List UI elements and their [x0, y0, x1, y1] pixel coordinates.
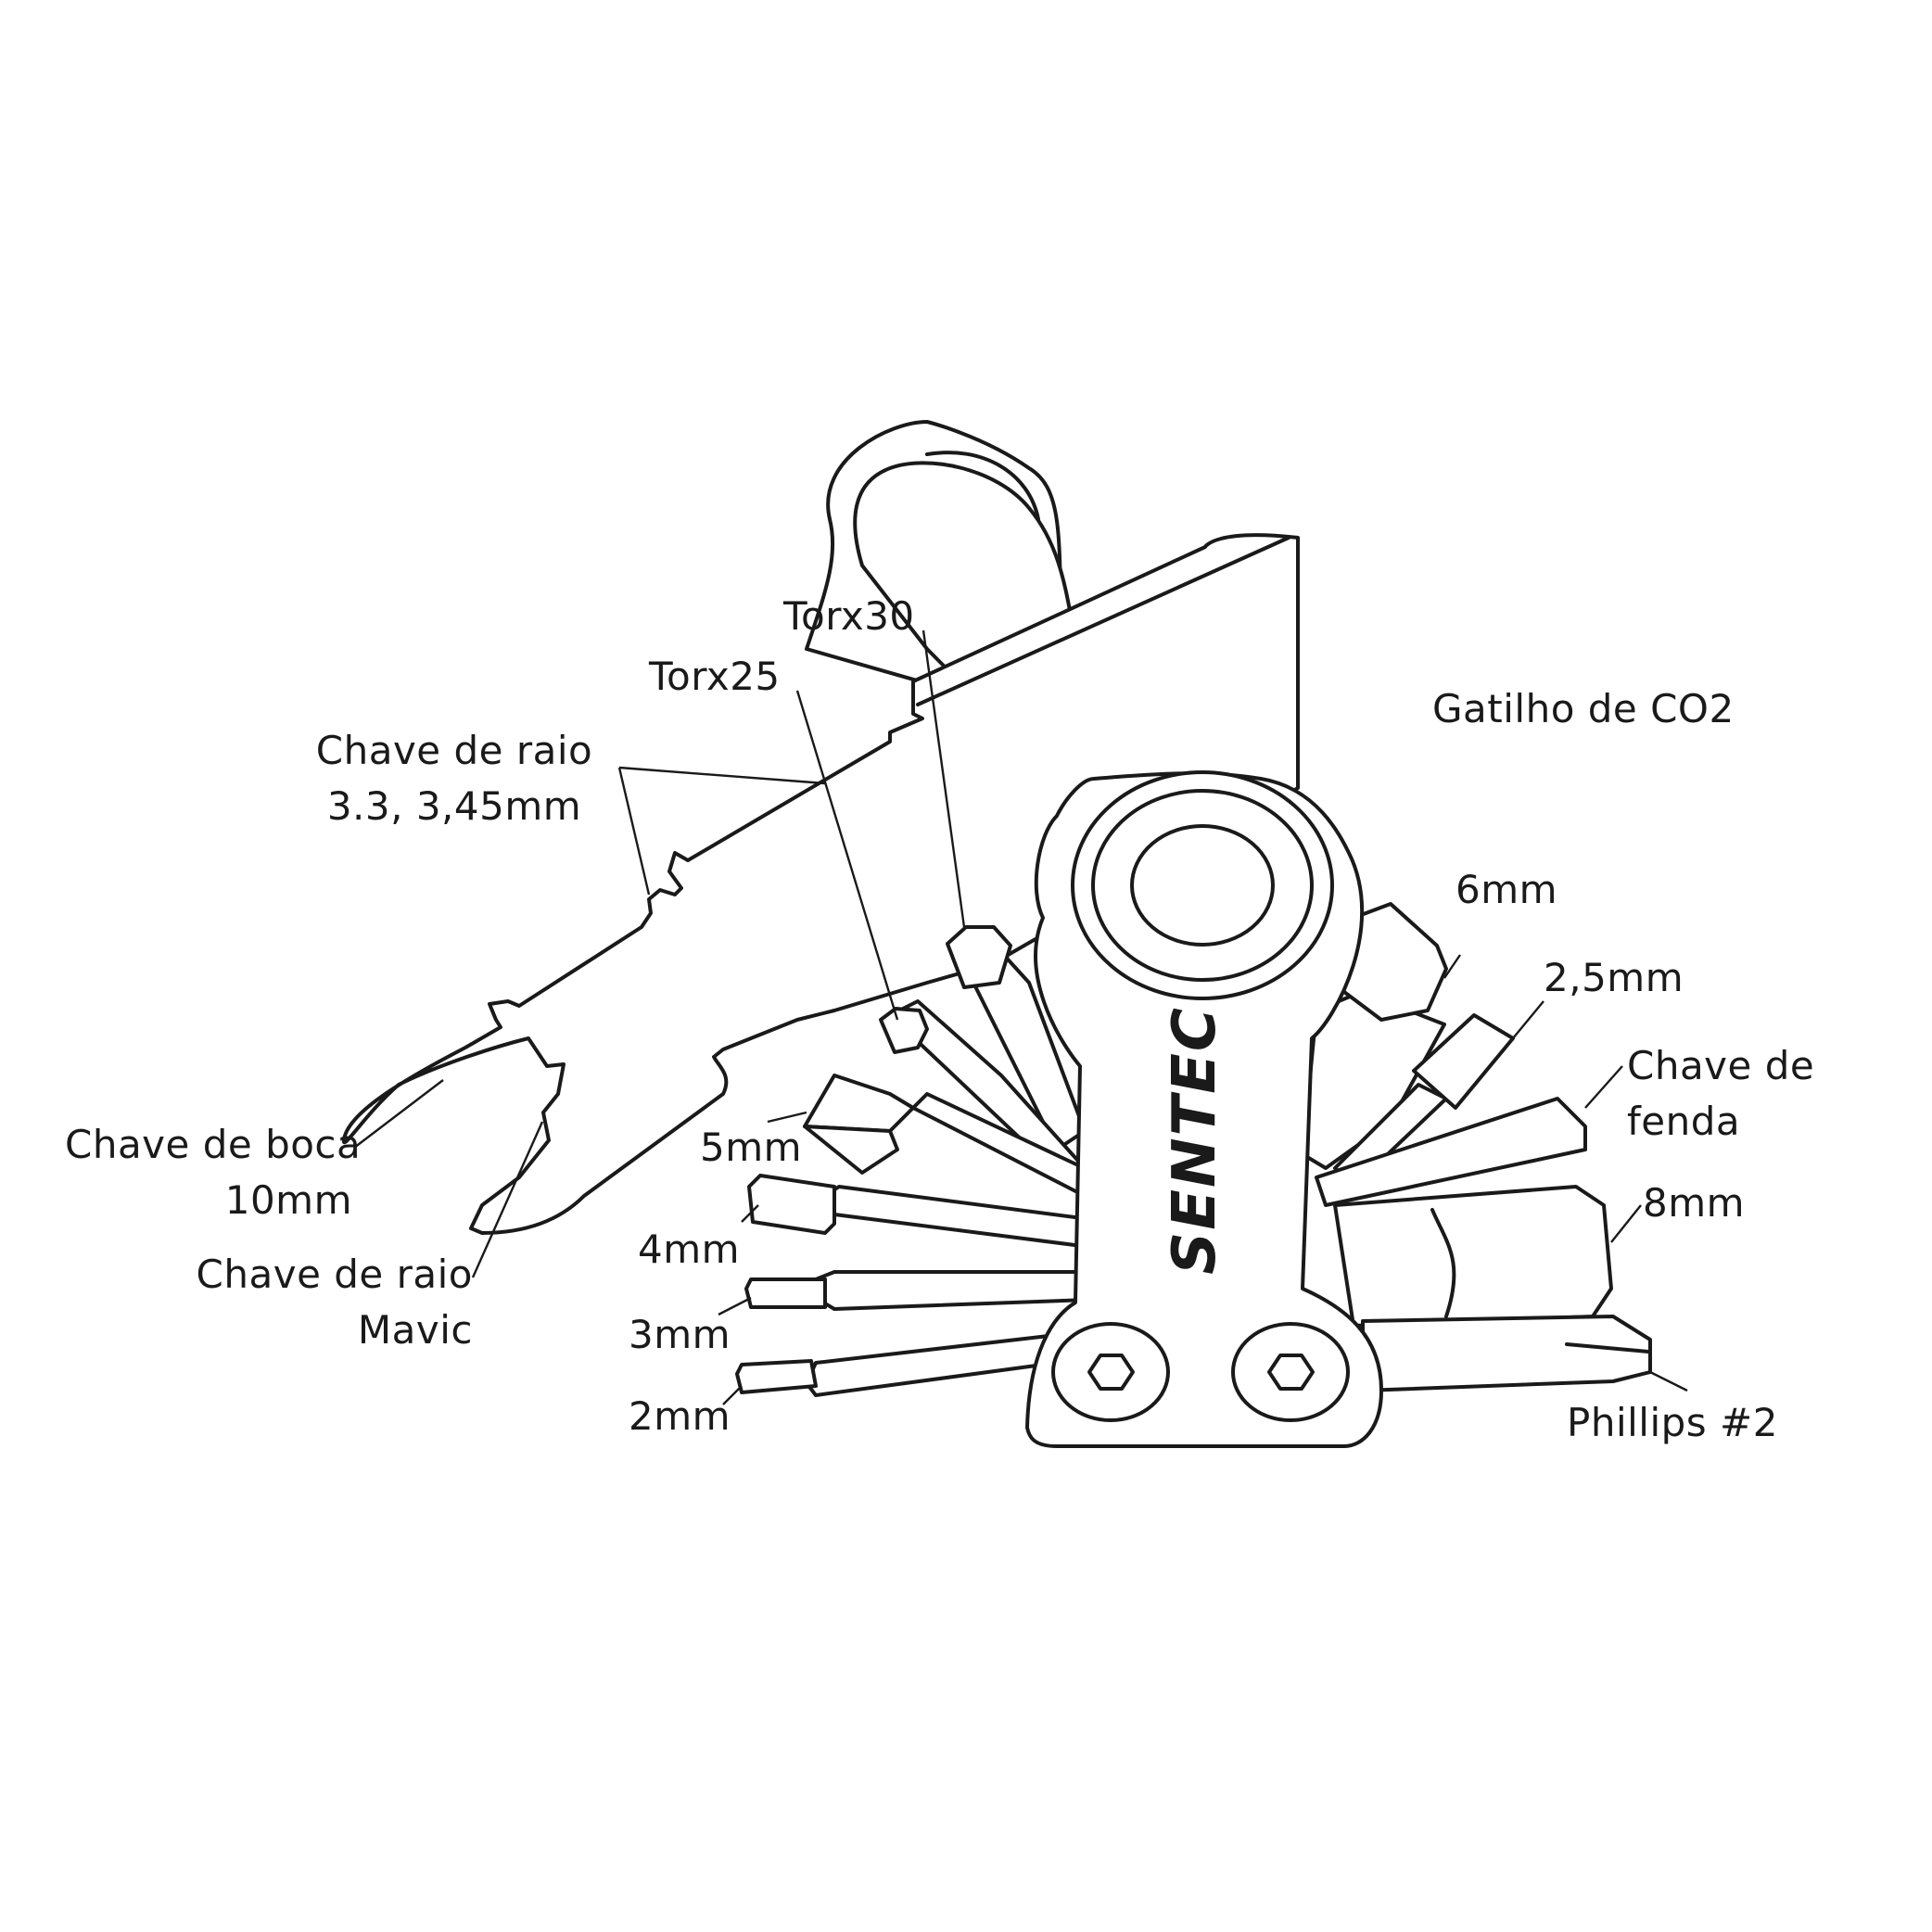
hex-bits-right	[1301, 902, 1652, 1392]
label-3mm: 3mm	[629, 1312, 731, 1357]
label-6mm: 6mm	[1455, 867, 1558, 912]
label-spoke-wrench: Chave de raio 3.3, 3,45mm	[315, 723, 593, 834]
wrench-arm	[341, 533, 1300, 1235]
label-open-wrench-line1: Chave de boca	[65, 1122, 362, 1167]
label-screwdriver-line1: Chave de	[1627, 1043, 1815, 1088]
svg-text:SENTEC: SENTEC	[1161, 1006, 1229, 1275]
label-2-5mm: 2,5mm	[1544, 955, 1684, 1000]
hex-bits-left	[735, 925, 1096, 1397]
label-torx30: Torx30	[783, 593, 915, 639]
label-open-wrench: Chave de boca 10mm	[65, 1117, 362, 1228]
label-mavic-line1: Chave de raio	[196, 1252, 473, 1297]
tool-body	[1025, 770, 1383, 1448]
label-8mm: 8mm	[1643, 1180, 1746, 1226]
label-co2-trigger: Gatilho de CO2	[1432, 686, 1735, 731]
label-phillips: Phillips #2	[1567, 1400, 1778, 1445]
label-spoke-wrench-line2: 3.3, 3,45mm	[326, 783, 582, 829]
label-screwdriver-line2: fenda	[1627, 1099, 1741, 1144]
label-4mm: 4mm	[638, 1227, 741, 1272]
label-2mm: 2mm	[629, 1393, 731, 1439]
label-screwdriver: Chave de fenda	[1627, 1038, 1814, 1150]
label-mavic-wrench: Chave de raio Mavic	[195, 1247, 473, 1358]
label-5mm: 5mm	[700, 1125, 803, 1170]
label-torx25: Torx25	[649, 654, 781, 699]
label-spoke-wrench-line1: Chave de raio	[315, 728, 593, 773]
leader-lines	[353, 629, 1688, 1405]
label-open-wrench-line2: 10mm	[224, 1177, 352, 1223]
label-mavic-line2: Mavic	[357, 1307, 473, 1353]
sentec-logo: SENTEC	[1161, 1006, 1229, 1275]
